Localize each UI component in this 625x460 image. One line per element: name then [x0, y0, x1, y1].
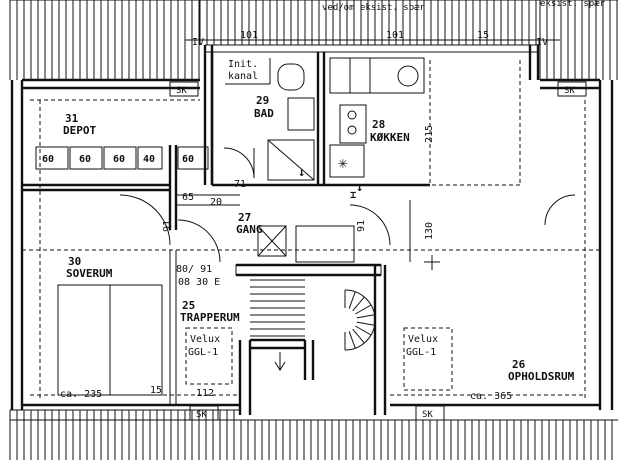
dim-label: 215	[424, 125, 435, 143]
dim-label: 91	[356, 220, 367, 232]
storage-unit: 60	[79, 154, 91, 165]
kitchen: ✳	[324, 57, 430, 187]
dim-label: 65	[182, 192, 194, 203]
stair-step	[355, 325, 372, 336]
storage-unit: 40	[143, 154, 155, 165]
header-fragment-left: ved/om eksist. spær	[322, 3, 426, 13]
header-fragment-right: eksist. spær	[540, 0, 606, 9]
depot-room: 60 60 60 40 60	[22, 145, 209, 230]
stair-step	[348, 291, 356, 309]
dim-label: 20	[210, 197, 222, 208]
stair-step	[355, 304, 372, 315]
dim-label: 15	[150, 385, 162, 396]
sk-mark: SK	[422, 410, 433, 420]
velux-left: Velux GGL-1 112	[185, 327, 233, 399]
dim-label: ca. 365	[470, 391, 512, 402]
outer-walls	[10, 78, 614, 410]
velux-label: Velux	[408, 334, 438, 345]
grid-mark: 101	[386, 30, 404, 41]
dim-label: 71	[234, 179, 246, 190]
room-number-depot: 31	[65, 112, 79, 125]
stair-step	[352, 328, 365, 344]
kanal-label: kanal	[228, 71, 258, 82]
velux-right: Velux GGL-1	[403, 327, 453, 391]
stair-step	[348, 331, 356, 349]
knee-walls	[22, 60, 600, 400]
stair-step	[356, 314, 375, 319]
velux-label: Velux	[190, 334, 220, 345]
bathroom	[210, 52, 326, 187]
dim-label: ca. 235	[60, 389, 102, 400]
sk-mark: SK	[176, 86, 187, 96]
room-name-bad: BAD	[254, 107, 274, 120]
door-label: 80/ 91	[176, 264, 212, 275]
stair-steps	[250, 279, 376, 351]
down-arrow-icon: ↓	[298, 165, 305, 179]
grid-mark: IV	[192, 37, 204, 48]
sk-mark: SK	[196, 410, 207, 420]
dim-label: 91	[162, 220, 173, 232]
storage-unit-right: 60	[182, 154, 194, 165]
room-number-opholdsrum: 26	[512, 358, 526, 371]
storage-unit: 60	[113, 154, 125, 165]
stair-well	[235, 263, 387, 415]
room-number-kokken: 28	[372, 118, 385, 131]
room-number-bad: 29	[256, 94, 269, 107]
room-number-trapperum: 25	[182, 299, 195, 312]
grid-mark: 15	[477, 30, 489, 41]
sk-mark: SK	[564, 86, 575, 96]
door-label-b: 08 30 E	[178, 277, 220, 288]
hallway	[119, 194, 576, 270]
grid-mark: 101	[240, 30, 258, 41]
room-name-depot: DEPOT	[63, 124, 96, 137]
room-name-trapperum: TRAPPERUM	[180, 311, 240, 324]
stair-step	[352, 296, 365, 312]
velux-model: GGL-1	[406, 347, 436, 358]
roof-rafters-top	[9, 0, 618, 80]
room-name-soverum: SOVERUM	[66, 267, 113, 280]
stair-step	[356, 321, 375, 326]
dim-label: 130	[424, 222, 435, 240]
asterisk-icon: ✳	[338, 153, 348, 172]
sk-markers: SK SK SK SK	[169, 81, 587, 421]
room-number-gang: 27	[238, 211, 251, 224]
grid-mark: IV	[536, 37, 548, 48]
roof-rafters-bottom	[9, 409, 618, 460]
stair-handrail	[344, 289, 376, 351]
velux-model: GGL-1	[188, 347, 218, 358]
bedroom	[57, 250, 177, 405]
init-label: Init.	[228, 59, 258, 70]
storage-unit: 60	[42, 154, 54, 165]
room-name-kokken: KØKKEN	[370, 131, 410, 144]
grid-line-top: IV 101 101 15 IV	[185, 30, 560, 48]
room-name-gang: GANG	[236, 223, 263, 236]
room-name-opholdsrum: OPHOLDSRUM	[508, 370, 575, 383]
room-number-soverum: 30	[68, 255, 81, 268]
down-arrow-icon: ↓	[356, 180, 363, 194]
tick-mark-icon: ⌶	[350, 190, 356, 201]
velux-width: 112	[196, 388, 214, 399]
